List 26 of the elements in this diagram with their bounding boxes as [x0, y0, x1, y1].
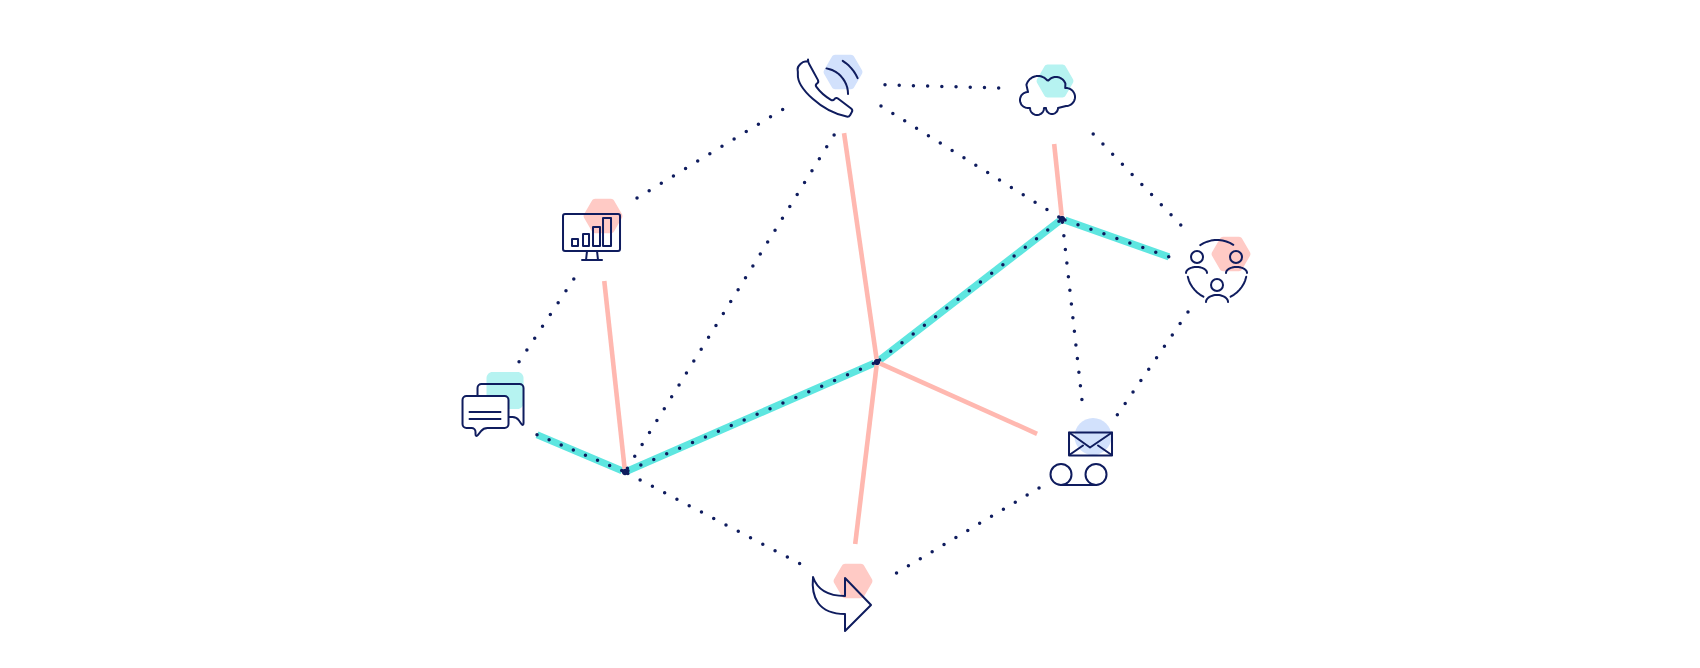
- connector-line: [535, 431, 624, 475]
- forward-arrow-icon: [811, 563, 873, 632]
- dotted-line: [635, 107, 785, 200]
- connector-line: [879, 361, 1038, 436]
- dotted-line: [626, 471, 802, 566]
- dotted-line: [879, 104, 1062, 220]
- chat-bubbles-icon: [461, 372, 525, 437]
- dotted-line: [1091, 132, 1183, 227]
- connector-line: [841, 132, 879, 360]
- connector-line: [877, 218, 1062, 363]
- dotted-line: [1060, 220, 1084, 402]
- people-group-icon: [1185, 236, 1251, 303]
- envelope-voicemail-icon: [1049, 418, 1113, 486]
- connector-line: [626, 359, 876, 474]
- phone-icon: [796, 54, 863, 118]
- connector-line: [1051, 143, 1064, 217]
- connector-line: [602, 280, 627, 470]
- cloud-icon: [1019, 64, 1076, 116]
- monitor-chart-icon: [562, 198, 623, 261]
- dotted-line: [883, 83, 1001, 90]
- connector-line: [1063, 216, 1171, 261]
- dotted-line: [894, 486, 1041, 575]
- dotted-line: [517, 277, 576, 364]
- dotted-line: [1115, 310, 1190, 418]
- dotted-line: [624, 133, 836, 472]
- connector-line: [852, 364, 879, 545]
